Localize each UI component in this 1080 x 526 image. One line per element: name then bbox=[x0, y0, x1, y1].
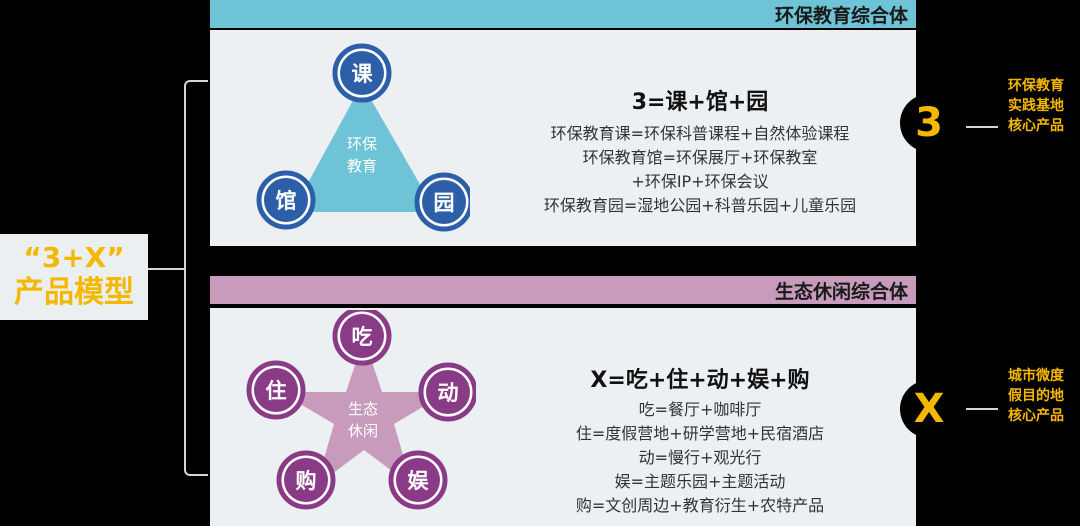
model-connector bbox=[148, 268, 184, 270]
eco-header-title: 生态休闲综合体 bbox=[774, 280, 908, 303]
eco-formula-line: 住=度假营地+研学营地+民宿酒店 bbox=[575, 424, 825, 443]
eco-node-label: 娱 bbox=[408, 469, 430, 493]
model-label-box: “3+X” 产品模型 bbox=[0, 234, 148, 320]
edu-triangle-diagram: 课 馆 园 环保 教育 bbox=[256, 43, 470, 232]
eco-header: 生态休闲综合体 bbox=[210, 276, 916, 304]
edu-letter: 3 bbox=[915, 100, 943, 146]
eco-formula-block: X=吃+住+动+娱+购 吃=餐厅+咖啡厅 住=度假营地+研学营地+民宿酒店 动=… bbox=[490, 362, 910, 518]
edu-header-title: 环保教育综合体 bbox=[774, 4, 908, 27]
eco-center-line1: 生态 bbox=[348, 400, 378, 418]
edu-side-label: 环保教育实践基地核心产品 bbox=[1008, 78, 1064, 134]
edu-formula-line: +环保IP+环保会议 bbox=[631, 172, 769, 191]
edu-node-guan bbox=[256, 170, 316, 230]
eco-node-label: 动 bbox=[438, 381, 459, 405]
edu-center-line2: 教育 bbox=[347, 157, 377, 175]
edu-formula-title: 3=课+馆+园 bbox=[631, 90, 769, 115]
eco-node-gou bbox=[276, 450, 336, 510]
eco-side-label: 城市微度假目的地核心产品 bbox=[1008, 368, 1064, 424]
edu-formula-block: 3=课+馆+园 环保教育课=环保科普课程+自然体验课程 环保教育馆=环保展厅+环… bbox=[490, 84, 910, 218]
eco-star-diagram: 吃 动 娱 购 住 生态 休闲 bbox=[246, 310, 476, 510]
eco-formula-line: 吃=餐厅+咖啡厅 bbox=[638, 400, 762, 419]
edu-letter-circle: 3 bbox=[900, 94, 958, 152]
eco-node-chi bbox=[332, 310, 392, 366]
eco-node-yu bbox=[388, 450, 448, 510]
edu-formula-line: 环保教育园=湿地公园+科普乐园+儿童乐园 bbox=[543, 196, 857, 215]
edu-node-yuan bbox=[414, 172, 470, 232]
edu-header: 环保教育综合体 bbox=[210, 0, 916, 28]
model-bracket bbox=[184, 80, 208, 476]
eco-formula-line: 动=慢行+观光行 bbox=[638, 448, 762, 467]
edu-letter-connector bbox=[966, 126, 998, 128]
edu-node-label: 课 bbox=[352, 62, 374, 86]
model-label-line2: 产品模型 bbox=[14, 275, 134, 310]
eco-formula-line: 娱=主题乐园+主题活动 bbox=[614, 472, 786, 491]
edu-triangle bbox=[292, 84, 436, 212]
eco-letter-connector bbox=[966, 408, 998, 410]
eco-node-dong bbox=[418, 362, 476, 422]
eco-node-label: 购 bbox=[296, 469, 317, 493]
eco-center-line2: 休闲 bbox=[348, 422, 378, 440]
eco-formula-line: 购=文创周边+教育衍生+农特产品 bbox=[575, 496, 825, 515]
model-label-line1: “3+X” bbox=[23, 241, 125, 274]
edu-formula-line: 环保教育课=环保科普课程+自然体验课程 bbox=[550, 124, 850, 143]
eco-node-label: 吃 bbox=[352, 325, 373, 349]
eco-letter: X bbox=[913, 386, 945, 432]
edu-center-line1: 环保 bbox=[347, 135, 377, 153]
eco-letter-circle: X bbox=[900, 380, 958, 438]
eco-node-zhu bbox=[246, 360, 306, 420]
edu-node-ke bbox=[332, 43, 392, 103]
eco-formula-title: X=吃+住+动+娱+购 bbox=[590, 368, 810, 393]
edu-node-label: 园 bbox=[434, 191, 455, 215]
edu-node-label: 馆 bbox=[276, 189, 297, 213]
eco-node-label: 住 bbox=[266, 379, 287, 403]
edu-formula-line: 环保教育馆=环保展厅+环保教室 bbox=[582, 148, 818, 167]
eco-star bbox=[280, 338, 448, 486]
